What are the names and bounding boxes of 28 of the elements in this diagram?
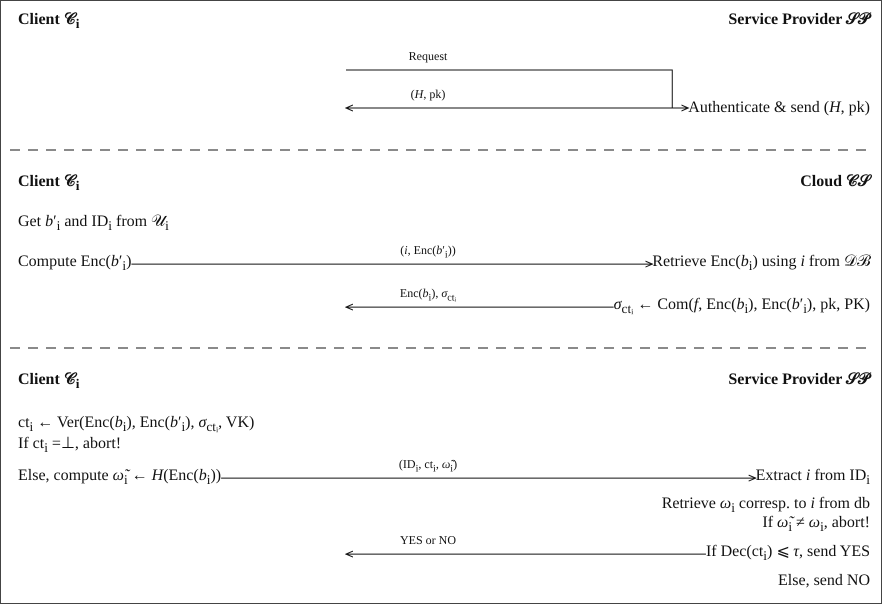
message-arrow	[130, 260, 653, 268]
step-text: If ct$_{i}$ =⊥, abort!	[18, 434, 122, 458]
step-text: ct$_{i}$ ← Ver(Enc(b$_{i}$), Enc(b′$_{i}$), σ$_{ctᵢ}$, VK)	[18, 413, 254, 436]
party-heading: Cloud 𝒞𝒮	[800, 172, 870, 192]
party-heading: Client 𝒞$_{i}$	[18, 10, 80, 34]
step-text: Get b′$_{i}$ and ID$_{i}$ from 𝒰$_{i}$	[18, 212, 169, 236]
party-heading: Service Provider 𝒮𝒫	[728, 10, 870, 30]
step-text: Authenticate & send (H, pk)	[688, 98, 870, 118]
message-arrow	[346, 104, 689, 112]
message-arrow	[220, 474, 756, 482]
message-arrow	[346, 304, 614, 311]
edge-label: (H, pk)	[408, 87, 448, 101]
edge-label: YES or NO	[398, 533, 458, 548]
party-heading: Service Provider 𝒮𝒫	[728, 370, 870, 390]
step-text: Extract i from ID$_{i}$	[756, 466, 870, 490]
message-arrow	[346, 550, 706, 558]
party-heading: Client 𝒞$_{i}$	[18, 172, 80, 196]
step-text: Else, send NO	[778, 571, 870, 591]
party-heading: Client 𝒞$_{i}$	[18, 370, 80, 394]
step-text: If Dec(ct$_{i}$) ⩽ τ, send YES	[706, 542, 870, 566]
step-text: σ$_{ctᵢ}$ ← Com(f, Enc(b$_{i}$), Enc(b′$_{i}$), pk, PK)	[614, 295, 870, 320]
message-arrow	[346, 70, 689, 112]
step-text: If ω̃$_{i}$ ≠ ω$_{i}$, abort!	[762, 513, 870, 536]
step-text: Retrieve Enc(b$_{i}$) using i from 𝒟ℬ	[652, 252, 870, 276]
step-text: Retrieve ω$_{i}$ corresp. to i from db	[662, 494, 870, 516]
step-text: Else, compute ω̃$_{i}$ ← H(Enc(b$_{i}$))	[18, 466, 222, 490]
edge-label: Request	[406, 49, 450, 63]
step-text: Compute Enc(b′$_{i}$)	[18, 252, 132, 276]
